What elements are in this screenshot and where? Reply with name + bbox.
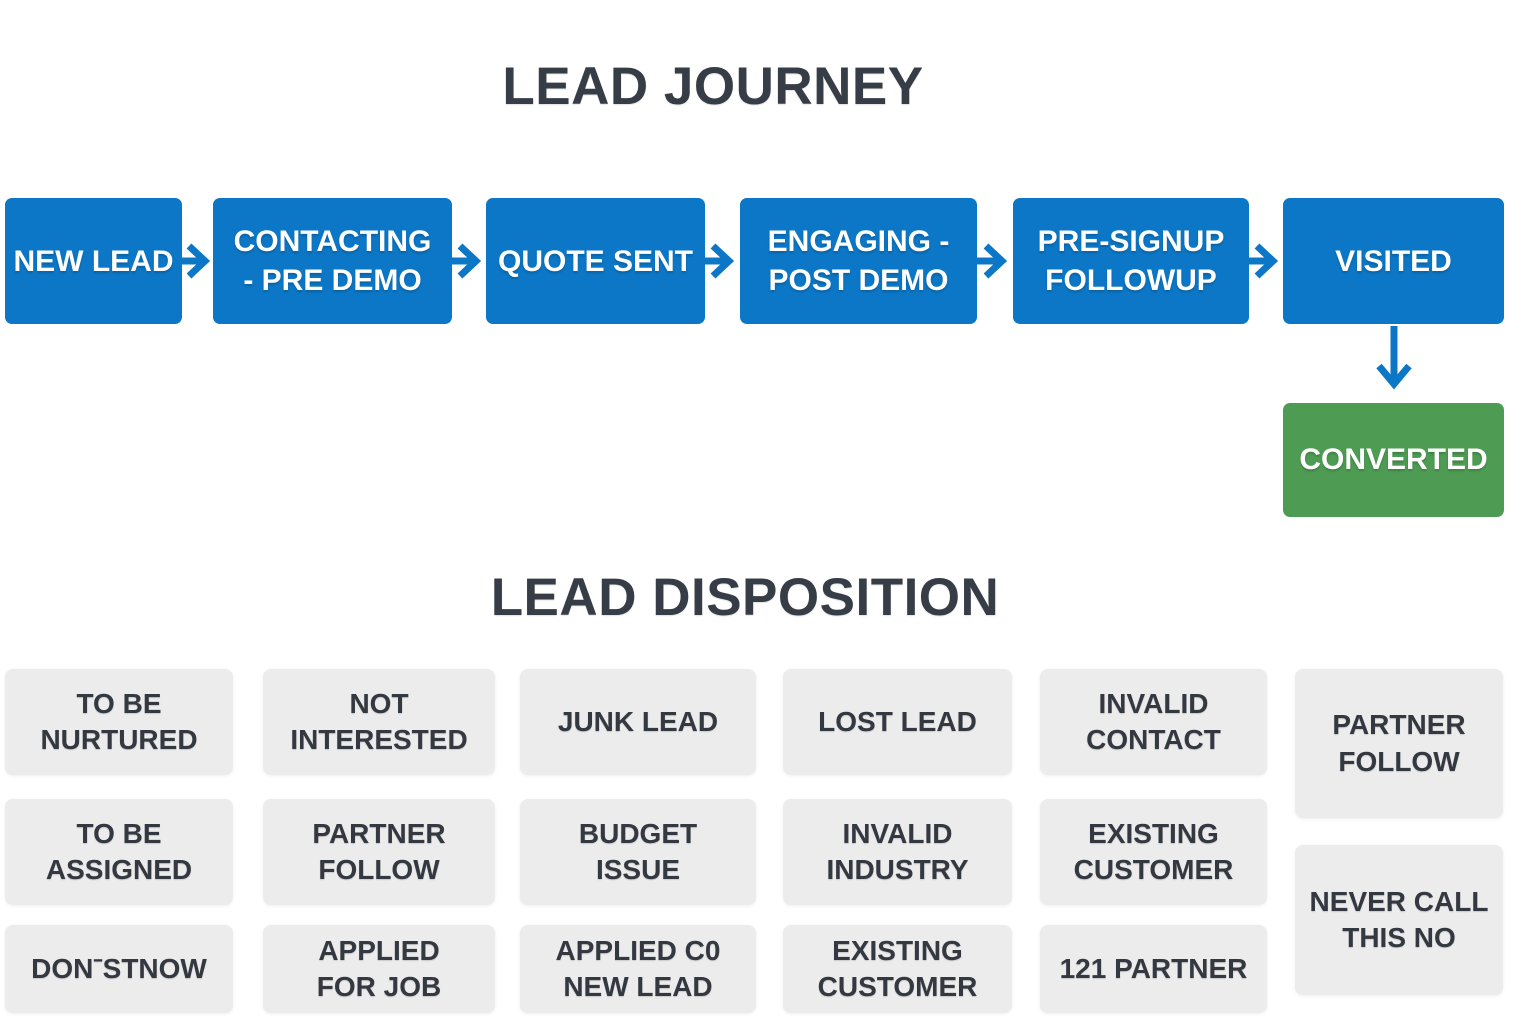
arrow-right-icon [177,243,211,279]
disposition-budget-issue: BUDGET ISSUE [520,799,756,905]
disposition-label: INVALID INDUSTRY [826,817,969,885]
converted-label: CONVERTED [1299,443,1488,476]
disposition-never-call-this-no: NEVER CALL THIS NO [1295,845,1503,995]
disposition-partner-follow: PARTNER FOLLOW [1295,669,1503,818]
stage-label: QUOTE SENT [497,244,693,278]
disposition-label: TO BE NURTURED [40,687,198,755]
stage-label: NEW LEAD [13,244,174,278]
disposition-applied-for-job: APPLIED FOR JOB [263,925,495,1013]
disposition-not-interested: NOT INTERESTED [263,669,495,775]
journey-stage-new-lead: NEW LEAD [5,198,182,324]
journey-stage-pre-signup-followup: PRE-SIGNUP FOLLOWUP [1013,198,1249,324]
disposition-label: TO BE ASSIGNED [45,817,193,885]
stage-label: CONTACTING - PRE DEMO [233,225,432,297]
disposition-to-be-assigned: TO BE ASSIGNED [5,799,233,905]
stage-label: VISITED [1335,244,1452,278]
disposition-label: PARTNER FOLLOW [312,817,446,885]
disposition-label: BUDGET ISSUE [578,817,698,885]
disposition-label: DONˉSTNOW [31,952,207,984]
disposition-title: LEAD DISPOSITION [490,568,1000,627]
arrow-right-icon [701,243,735,279]
arrow-down-icon [1376,326,1412,390]
disposition-label: 121 PARTNER [1059,952,1248,984]
disposition-junk-lead: JUNK LEAD [520,669,756,775]
journey-stage-engaging-post-demo: ENGAGING - POST DEMO [740,198,977,324]
stage-label: PRE-SIGNUP FOLLOWUP [1037,225,1225,297]
disposition-label: APPLIED FOR JOB [316,934,442,1002]
disposition-existing-customer-2: EXISTING CUSTOMER [783,925,1012,1013]
disposition-to-be-nurtured: TO BE NURTURED [5,669,233,775]
disposition-label: PARTNER FOLLOW [1332,709,1466,777]
journey-stage-quote-sent: QUOTE SENT [486,198,705,324]
converted-box: CONVERTED [1283,403,1504,517]
disposition-label: EXISTING CUSTOMER [817,934,978,1002]
stage-label: ENGAGING - POST DEMO [767,225,950,297]
arrow-right-icon [448,243,482,279]
disposition-applied-to-new-lead: APPLIED C0 NEW LEAD [520,925,756,1013]
disposition-lost-lead: LOST LEAD [783,669,1012,775]
disposition-121-partner: 121 PARTNER [1040,925,1267,1013]
disposition-label: NEVER CALL THIS NO [1309,885,1489,953]
disposition-invalid-contact: INVALID CONTACT [1040,669,1267,775]
disposition-partner-follow-2: PARTNER FOLLOW [263,799,495,905]
journey-stage-visited: VISITED [1283,198,1504,324]
disposition-label: NOT INTERESTED [290,687,468,755]
arrow-right-icon [1245,243,1279,279]
journey-title: LEAD JOURNEY [502,57,924,116]
arrow-right-icon [974,243,1008,279]
disposition-label: JUNK LEAD [557,705,719,737]
disposition-existing-customer: EXISTING CUSTOMER [1040,799,1267,905]
disposition-invalid-industry: INVALID INDUSTRY [783,799,1012,905]
disposition-dont-know: DONˉSTNOW [5,925,233,1013]
disposition-label: LOST LEAD [818,705,977,737]
disposition-label: EXISTING CUSTOMER [1073,817,1234,885]
disposition-label: APPLIED C0 NEW LEAD [555,934,721,1002]
disposition-label: INVALID CONTACT [1086,687,1221,755]
journey-stage-contacting-pre-demo: CONTACTING - PRE DEMO [213,198,452,324]
